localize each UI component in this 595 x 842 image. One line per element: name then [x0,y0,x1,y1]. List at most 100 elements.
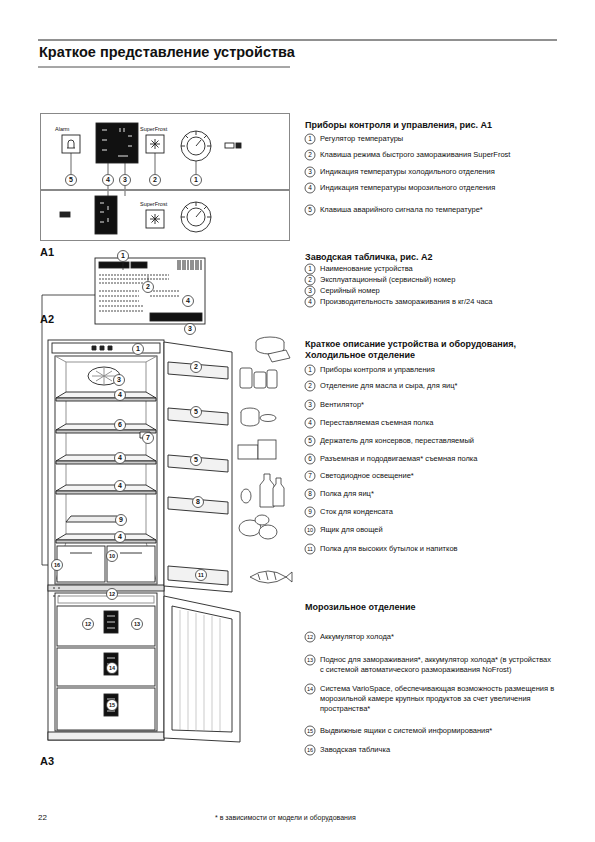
callout-number: 2 [302,275,318,285]
door-bins [168,362,228,585]
callout-number: 6 [302,454,318,464]
control-panel: Alarm SuperFrost [40,113,290,190]
temperature-dial [181,202,211,232]
list-item: Переставляемая съемная полка [320,418,555,428]
callout-number: 8 [302,489,318,499]
callout-number: 3 [111,375,127,385]
alarm-button [62,135,80,153]
bell-symbol [67,140,75,148]
temperature-dial [181,131,211,161]
callout-number: 3 [302,286,318,296]
plinth [48,732,164,740]
control-panel: SuperFrost [40,190,290,241]
list-item: Светодиодное освещение* [320,471,555,481]
callout-circles [52,134,316,755]
control-panel-art [60,123,241,234]
callout-number: 4 [302,183,318,193]
list-item: Приборы контроля и управления [320,365,555,375]
leader-lines [123,262,148,281]
jar [254,372,266,388]
callout-number: 7 [302,471,318,481]
cabinet [48,340,164,740]
fan-grille [92,368,116,384]
section-heading: Приборы контроля и управления, рис. A1 [305,120,492,130]
leader-lines [108,186,125,196]
callout-number: 6 [112,420,128,430]
callout-number: 8 [190,497,206,507]
can [260,415,276,422]
freezer-drawer [57,688,155,730]
button-caption: Alarm [55,126,69,132]
dial-ticks [181,202,211,217]
callout-number: 11 [193,570,209,580]
list-item: Клавиша режима быстрого замораживания Su… [320,150,555,160]
split-shelf [66,516,122,522]
section-heading: Морозильное отделение [305,602,415,612]
crisper-drawer [107,546,155,582]
list-item: Серийный номер [320,286,555,296]
callout-number: 3 [302,400,318,410]
callout-number: 5 [188,455,204,465]
list-item: Отделение для масла и сыра, для яиц* [320,381,555,391]
callout-number: 11 [302,544,318,554]
list-item: Вентилятор* [320,400,555,410]
egg [241,489,251,503]
indicator-icon [225,143,234,148]
callout-number: 1 [302,134,318,144]
shelf-edges [56,398,156,543]
freezer-display [95,196,117,234]
list-item: Аккумулятор холода* [320,632,555,642]
callout-number: 1 [188,175,204,185]
page-number: 22 [38,813,47,823]
drawer-handles [70,553,142,554]
display-segments [102,128,132,156]
callout-number: 4 [112,390,128,400]
callout-number: 10 [104,551,120,561]
list-item: Наименование устройства [320,264,555,274]
callout-number: 9 [113,515,129,525]
freezer-drawer [57,606,155,646]
fish-marks [258,572,276,580]
cheese [268,350,290,362]
can [241,412,259,426]
page-title: Краткое представление устройства [39,44,295,60]
callout-number: 4 [180,296,196,306]
callout-number: 2 [302,381,318,391]
callout-number: 5 [188,407,204,417]
callout-number: 10 [302,525,318,535]
vegetable [255,515,269,525]
callout-number: 3 [117,175,133,185]
figure-label: A3 [40,756,54,766]
bottle [273,478,284,506]
vegetable [259,525,277,539]
fridge-interior [55,356,157,584]
info-panel [104,653,118,675]
callout-number: 4 [302,297,318,307]
list-item: Ящик для овощей [320,525,555,535]
callout-number: 9 [302,507,318,517]
callout-number: 5 [63,175,79,185]
callout-number: 13 [129,619,145,629]
footnote: * в зависимости от модели и оборудования [215,813,356,823]
figure-label: A1 [40,247,54,257]
callout-number: 2 [147,175,163,185]
heading-rule [38,67,290,68]
freezer-interior [55,593,157,731]
fridge-door [164,342,232,592]
list-item: Полка для высоких бутылок и напитков [320,544,555,554]
button-caption: SuperFrost [140,126,167,132]
section-heading: Заводская табличка, рис. A2 [305,252,433,262]
cold-accumulator [58,596,154,603]
list-item: Поднос для замораживания*, аккумулятор х… [320,655,555,675]
callout-number: 3 [182,324,198,334]
callout-number: 12 [104,589,120,599]
callout-number: 4 [112,481,128,491]
callout-number: 2 [302,150,318,160]
list-item: Система VarioSpace, обеспечивающая возмо… [320,684,555,714]
list-item: Индикация температуры морозильного отдел… [320,183,555,193]
callout-number: 13 [302,655,318,665]
callout-number: 1 [302,264,318,274]
list-item: Производительность замораживания в кг/24… [320,297,555,307]
callout-number: 7 [140,433,156,443]
